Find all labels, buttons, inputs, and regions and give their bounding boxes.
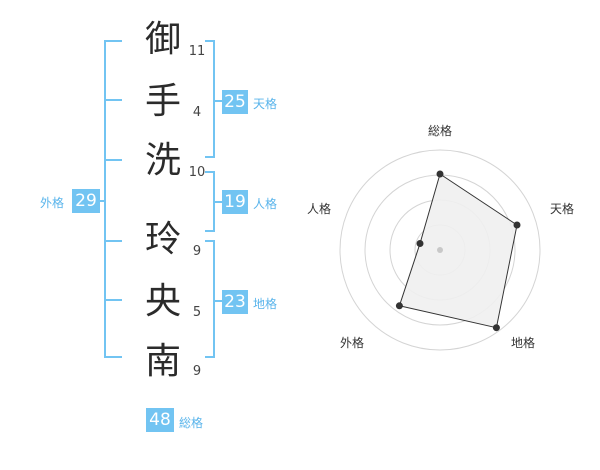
radar-point-1 — [436, 170, 444, 178]
radar-axis-label-chikaku: 地格 — [511, 336, 536, 350]
tenkaku-label: 天格 — [253, 97, 278, 111]
stroke-count-1: 11 — [188, 44, 206, 59]
name-char-4: 玲 — [144, 219, 181, 260]
name-char-2: 手 — [144, 81, 181, 122]
stroke-count-5: 5 — [192, 305, 202, 320]
tenkaku-value: 25 — [222, 90, 248, 114]
radar-ring-4 — [339, 149, 541, 351]
radar-point-3 — [492, 324, 500, 332]
name-char-5: 央 — [144, 281, 181, 322]
stroke-count-4: 9 — [192, 244, 202, 259]
radar-center-dot — [437, 247, 443, 253]
name-char-6: 南 — [144, 341, 181, 382]
radar-point-4 — [395, 302, 403, 310]
radar-series — [398, 173, 518, 329]
name-char-3: 洗 — [144, 140, 181, 181]
chikaku-value: 23 — [222, 290, 248, 314]
jinkaku-label: 人格 — [253, 197, 278, 211]
soukaku-value: 48 — [146, 408, 174, 432]
soukaku-label: 総格 — [179, 416, 204, 430]
stroke-count-2: 4 — [192, 105, 202, 120]
gaikaku-bracket — [104, 40, 122, 358]
radar-axis-label-gaikaku: 外格 — [340, 336, 365, 350]
gaikaku-value: 29 — [72, 189, 100, 213]
chikaku-label: 地格 — [253, 297, 278, 311]
jinkaku-value: 19 — [222, 190, 248, 214]
radar-axis-label-tenkaku: 天格 — [550, 202, 575, 216]
radar-point-5 — [416, 240, 424, 247]
name-char-1: 御 — [144, 19, 181, 60]
gaikaku-label: 外格 — [40, 196, 65, 210]
radar-axis-label-jinkaku: 人格 — [307, 202, 332, 216]
stroke-count-6: 9 — [192, 364, 202, 379]
chikaku-bracket — [205, 240, 215, 358]
tenkaku-bracket — [205, 40, 215, 158]
radar-axis-label-soukaku: 総格 — [428, 124, 453, 138]
radar-point-2 — [513, 221, 521, 229]
stroke-count-3: 10 — [188, 165, 206, 180]
